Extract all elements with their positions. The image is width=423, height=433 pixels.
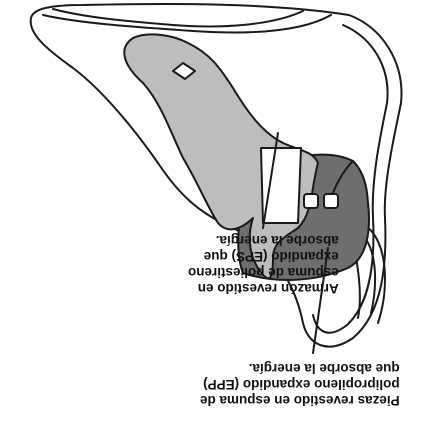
label-epp: Piezas revestido en espuma de polipropil…	[200, 360, 400, 408]
buckle-slot-left	[304, 194, 318, 208]
buckle-slot-right	[324, 194, 338, 208]
strap-plate	[261, 148, 301, 223]
label-eps: Armazón revestido en espuma de poliestir…	[188, 232, 339, 296]
